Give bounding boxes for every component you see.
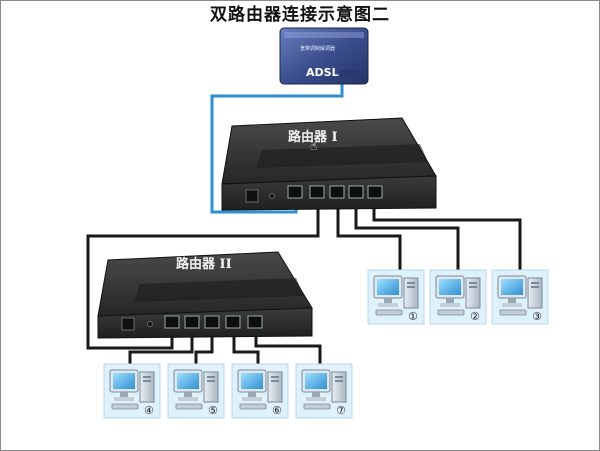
modem-small-text: 宽带调制解调器	[300, 45, 335, 52]
modem-label: ADSL	[306, 66, 339, 79]
router-2-power-port	[121, 317, 135, 331]
pc-2-label: ②	[470, 310, 480, 323]
router-2-reset-hole	[147, 321, 153, 327]
pc-7: ⑦	[295, 363, 353, 419]
router-2: 路由器 II	[97, 251, 313, 339]
pc-6-label: ⑥	[272, 404, 282, 417]
pc-1-label: ①	[408, 310, 418, 323]
pc-7-label: ⑦	[336, 404, 346, 417]
pc-3: ③	[491, 269, 549, 325]
pc-5-label: ⑤	[208, 404, 218, 417]
router-1-reset-hole	[269, 193, 275, 199]
pc-4-label: ④	[144, 404, 154, 417]
cable-router2-to-pc4	[128, 330, 194, 366]
cable-router1-to-router2	[86, 196, 320, 350]
router-2-label: 路由器 II	[176, 256, 232, 272]
router-1: 路由器 I ☝	[221, 117, 437, 211]
cursor-hand-icon: ☝	[310, 139, 317, 153]
pcs-layer: ① ② ③ ④ ⑤ ⑥ ⑦	[103, 269, 549, 419]
router-1-power-port	[245, 189, 259, 203]
router-1-label: 路由器 I	[288, 129, 338, 145]
cable-router1-to-pc1	[336, 196, 402, 272]
cable-router2-to-pc7	[254, 330, 322, 366]
router-1-ports	[287, 185, 383, 199]
pc-5: ⑤	[167, 363, 225, 419]
adsl-modem: 宽带调制解调器 ADSL	[279, 27, 369, 85]
router-2-ports	[164, 315, 263, 329]
diagram-title: 双路由器连接示意图二	[210, 5, 390, 25]
pc-4: ④	[103, 363, 161, 419]
pc-6: ⑥	[231, 363, 289, 419]
cable-router1-to-pc2	[354, 196, 460, 272]
pc-2: ②	[429, 269, 487, 325]
cable-router2-to-pc6	[232, 330, 260, 366]
pc-3-label: ③	[532, 310, 542, 323]
cable-router2-to-pc5	[194, 330, 214, 366]
pc-1: ①	[367, 269, 425, 325]
